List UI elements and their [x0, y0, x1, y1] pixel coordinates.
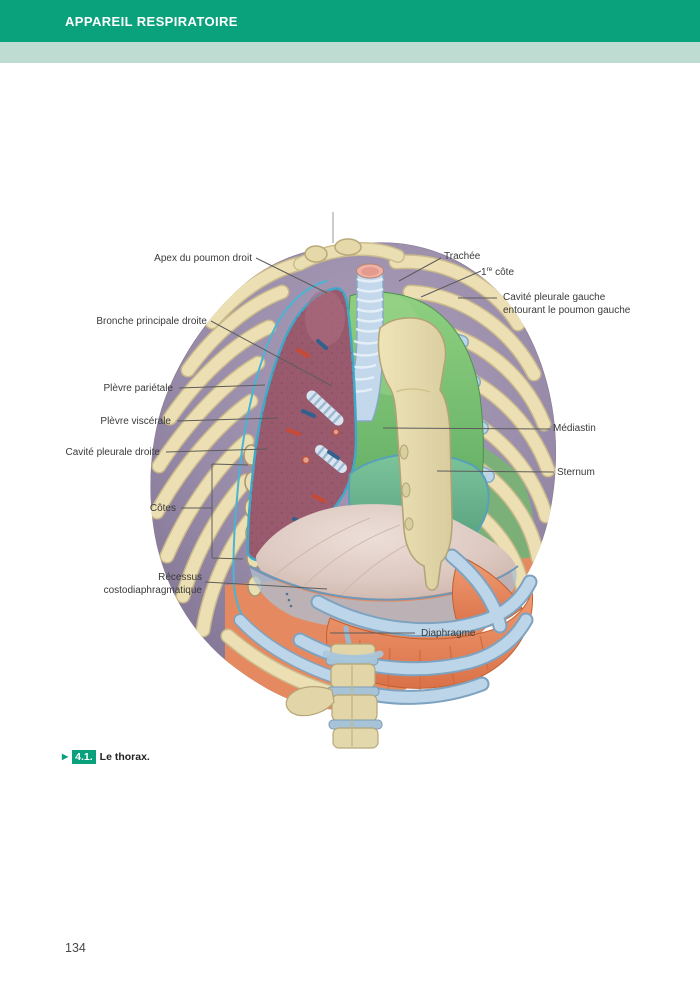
label-plevre-parietale: Plèvre pariétale — [103, 383, 173, 394]
label-recessus-line1: Récessus — [158, 572, 202, 583]
label-recessus-line2: costodiaphragmatique — [103, 585, 202, 596]
chapter-title: APPAREIL RESPIRATOIRE — [65, 13, 238, 29]
chapter-header-bar — [0, 0, 700, 42]
sternum-bone — [377, 317, 453, 591]
label-cotes: Côtes — [149, 503, 176, 514]
chapter-header-band — [0, 42, 700, 63]
figure-caption-text: Le thorax. — [99, 751, 150, 763]
costodiaphragmatic-recess — [250, 568, 517, 630]
caption-marker-icon: ▶ — [62, 752, 69, 761]
leader-lines — [165, 257, 555, 634]
label-premiere-cote-sup: re — [486, 266, 493, 273]
label-diaphragme: Diaphragme — [421, 628, 476, 639]
label-premiere-cote-rest: côte — [492, 267, 515, 278]
figure-number-badge: 4.1. — [72, 750, 96, 764]
transverse-process — [285, 686, 335, 717]
label-premiere-cote-num: 1 — [481, 267, 487, 278]
label-cavite-gauche-line1: Cavité pleurale gauche — [503, 292, 606, 303]
parietal-pleura-line — [232, 280, 328, 639]
label-sternum: Sternum — [557, 467, 595, 478]
label-mediastin: Médiastin — [553, 423, 596, 434]
label-bronche-principale-droite: Bronche principale droite — [96, 316, 207, 327]
label-trachee: Trachée — [444, 251, 481, 262]
first-rib-arc — [293, 238, 405, 271]
figure-caption: ▶ 4.1. Le thorax. — [62, 750, 150, 764]
label-cavite-pleurale-droite: Cavité pleurale droite — [65, 447, 161, 458]
label-plevre-viscerale: Plèvre viscérale — [100, 416, 171, 427]
bronchi-tubes — [306, 390, 347, 473]
right-lung — [232, 280, 358, 639]
label-apex-poumon-droit: Apex du poumon droit — [154, 253, 252, 264]
label-recessus-costodiaphragmatique: Récessus costodiaphragmatique — [104, 571, 202, 597]
page-number: 134 — [65, 941, 86, 955]
vertebral-column — [285, 625, 384, 749]
label-premiere-cote: 1re côte — [481, 263, 514, 279]
label-cavite-pleurale-gauche: Cavité pleurale gauche entourant le poum… — [503, 291, 630, 317]
label-cavite-gauche-line2: entourant le poumon gauche — [503, 305, 631, 316]
